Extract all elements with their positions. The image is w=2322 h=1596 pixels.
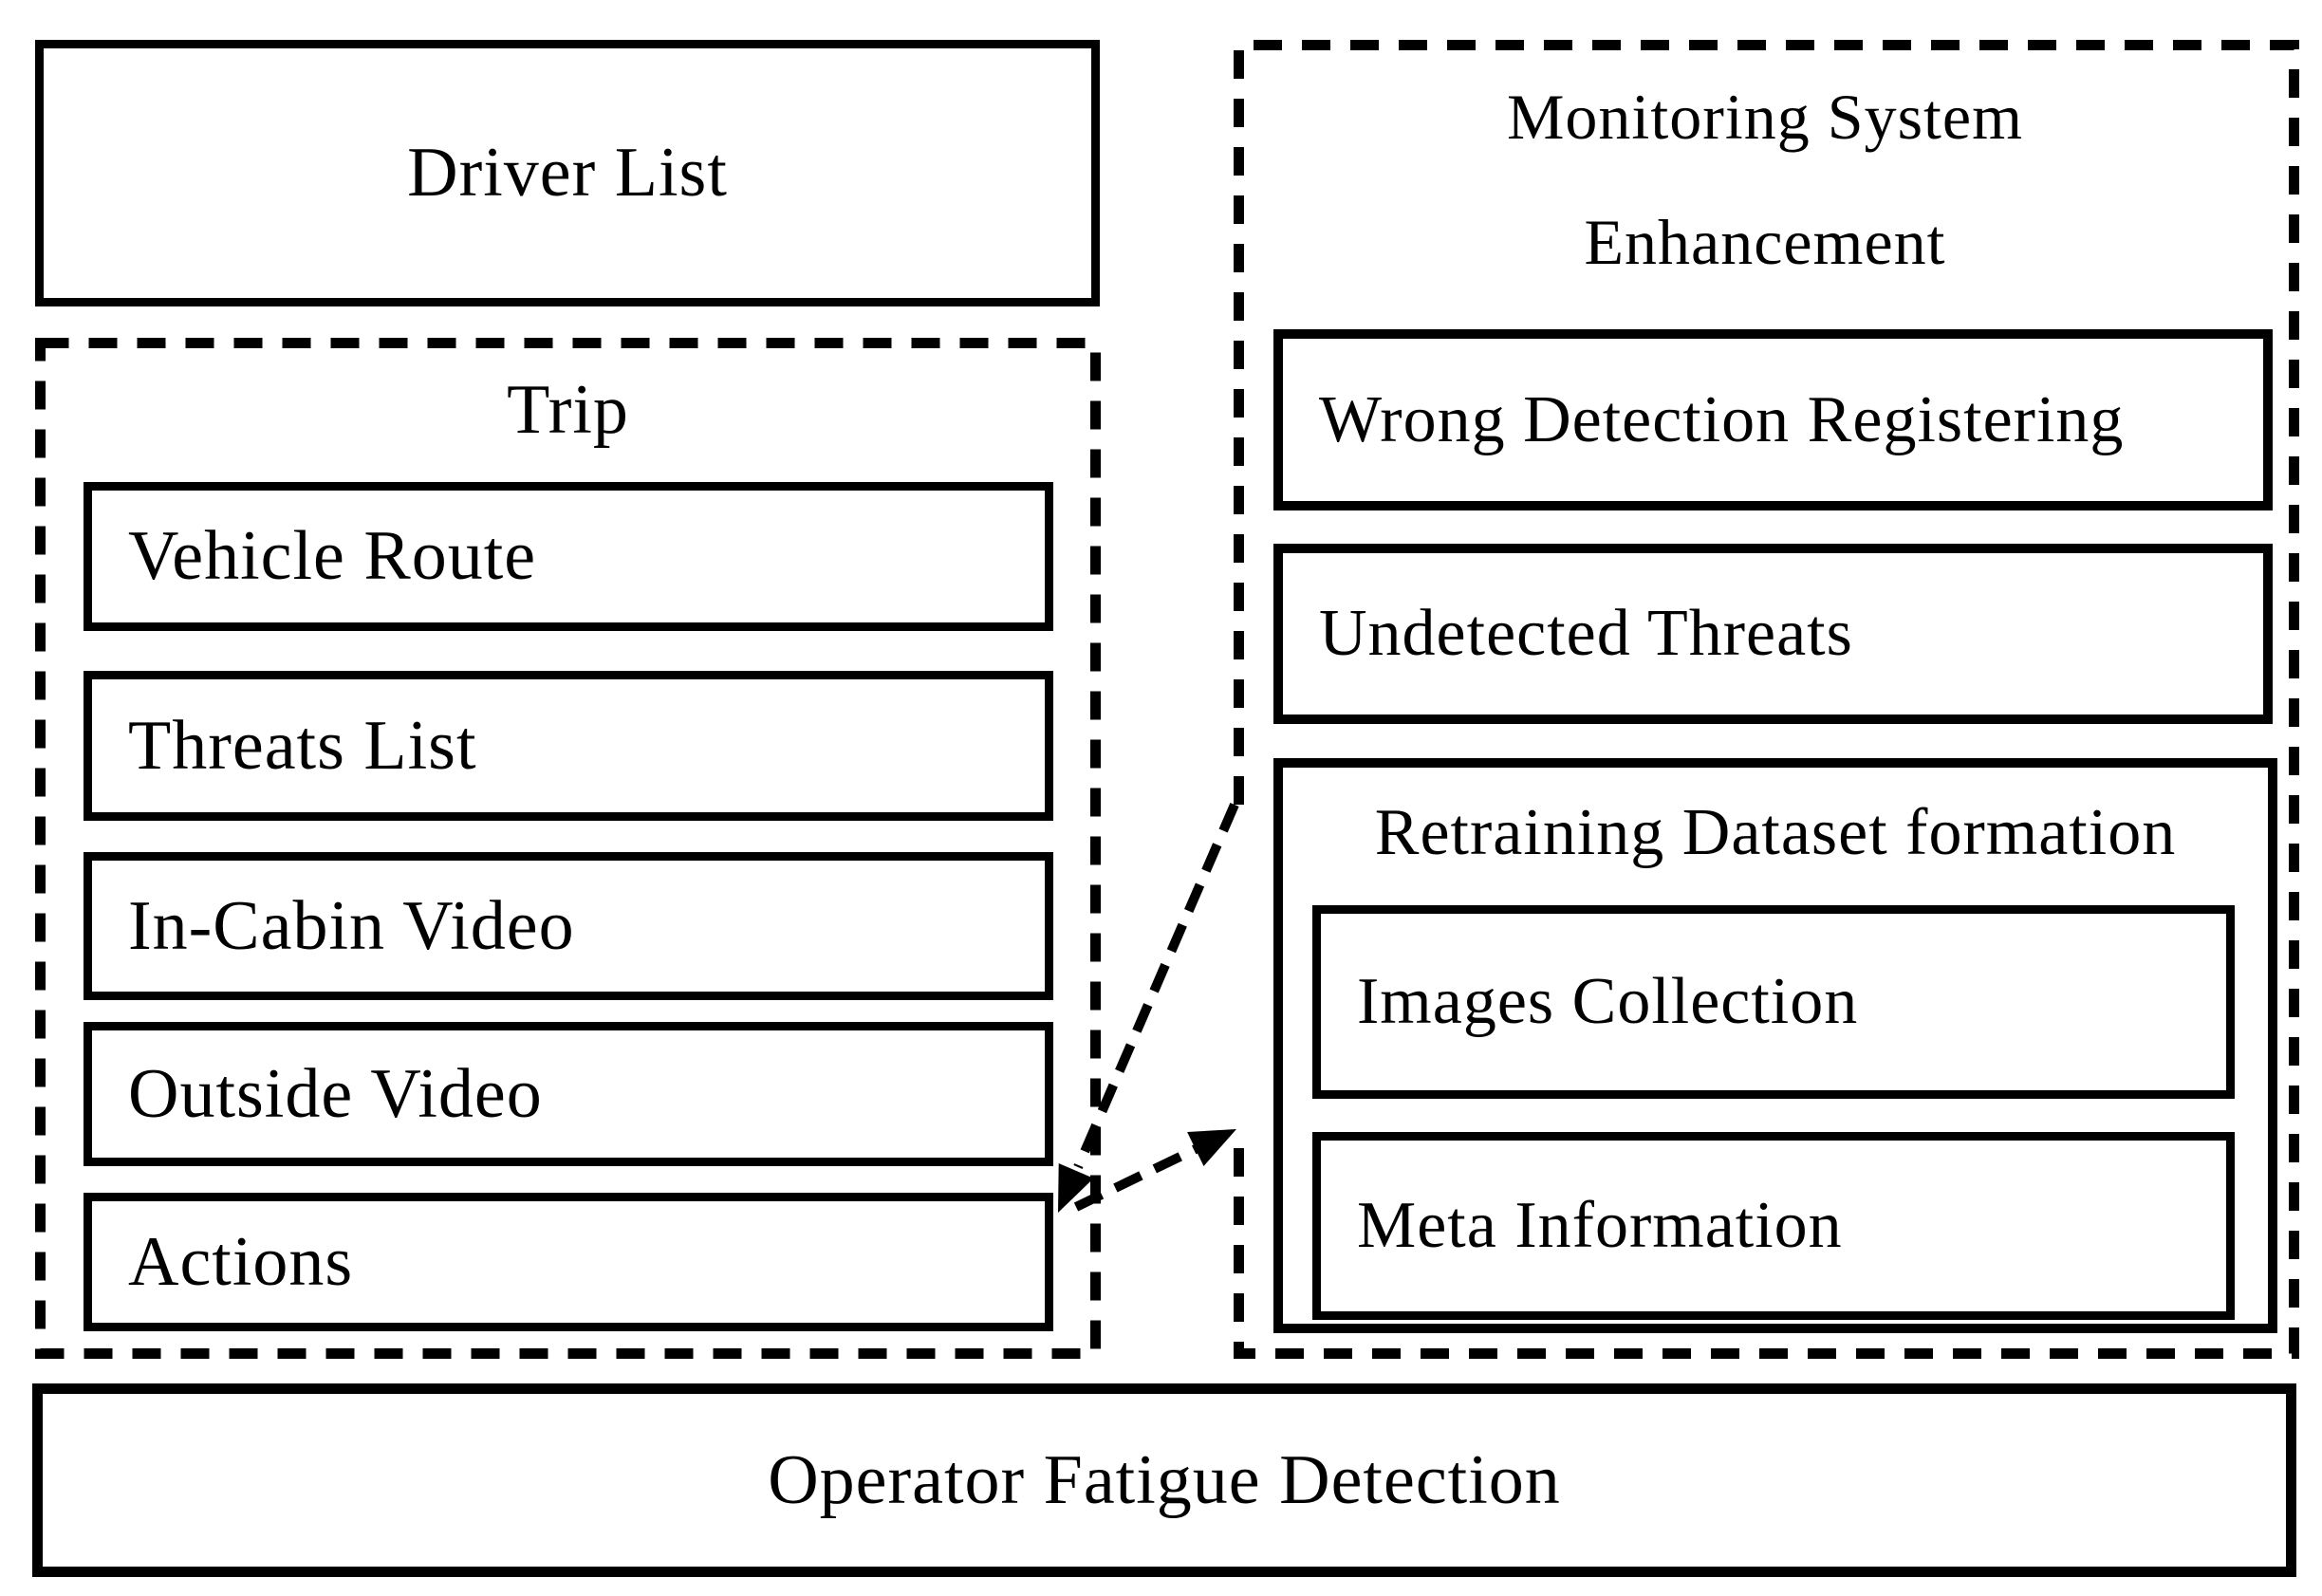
retraining-dataset-formation-title: Retraining Dataset formation — [1374, 796, 2177, 869]
actions-box: Actions — [84, 1193, 1053, 1331]
operator-fatigue-detection-box: Operator Fatigue Detection — [32, 1383, 2296, 1577]
arrowhead-to-monitoring-icon — [1187, 1129, 1236, 1166]
vehicle-route-label: Vehicle Route — [128, 517, 537, 595]
arrow-line-to-actions — [1073, 803, 1239, 1169]
meta-information-box: Meta Information — [1312, 1132, 2235, 1320]
operator-fatigue-detection-label: Operator Fatigue Detection — [768, 1440, 1561, 1519]
undetected-threats-label: Undetected Threats — [1319, 597, 1853, 670]
in-cabin-video-label: In-Cabin Video — [128, 886, 575, 965]
threats-list-box: Threats List — [84, 671, 1053, 821]
arrow-line-to-monitoring — [1073, 1143, 1200, 1212]
driver-list-box: Driver List — [35, 40, 1100, 306]
meta-information-label: Meta Information — [1357, 1189, 1843, 1262]
driver-list-label: Driver List — [407, 134, 728, 212]
images-collection-label: Images Collection — [1357, 965, 1859, 1038]
in-cabin-video-box: In-Cabin Video — [84, 852, 1053, 1000]
undetected-threats-box: Undetected Threats — [1273, 544, 2273, 724]
threats-list-label: Threats List — [128, 706, 477, 785]
trip-title: Trip — [507, 371, 629, 449]
monitoring-title-line1: Monitoring System — [1506, 81, 2024, 153]
vehicle-route-box: Vehicle Route — [84, 482, 1053, 631]
outside-video-label: Outside Video — [128, 1054, 543, 1133]
outside-video-box: Outside Video — [84, 1022, 1053, 1166]
images-collection-box: Images Collection — [1312, 905, 2235, 1099]
arrowhead-to-actions-icon — [1058, 1163, 1094, 1213]
wrong-detection-registering-box: Wrong Detection Registering — [1273, 329, 2273, 510]
monitoring-title-line2: Enhancement — [1584, 206, 1946, 278]
actions-label: Actions — [128, 1222, 354, 1301]
wrong-detection-registering-label: Wrong Detection Registering — [1319, 382, 2125, 456]
